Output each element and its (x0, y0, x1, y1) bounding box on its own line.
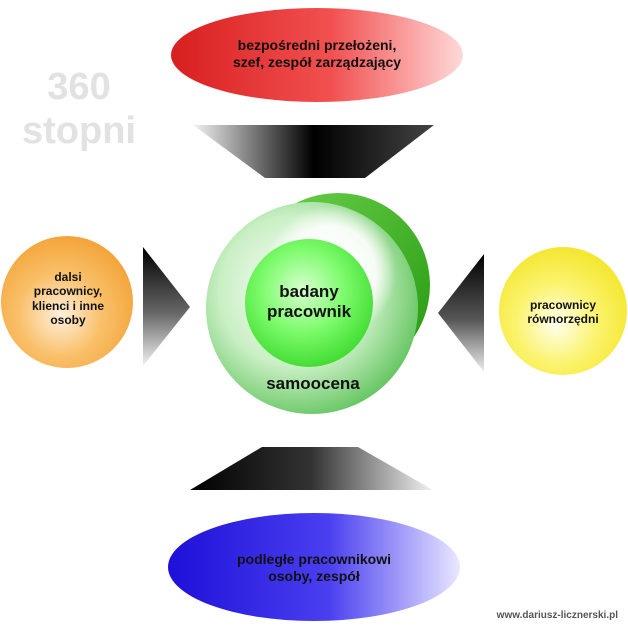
title-watermark: 360 stopni (22, 66, 136, 152)
site-credit[interactable]: www.dariusz-licznerski.pl (496, 610, 618, 621)
inner-sphere (245, 239, 373, 367)
left-arrow (143, 247, 190, 366)
right-circle (499, 247, 627, 375)
left-circle (1, 236, 133, 368)
top-arrow (193, 125, 434, 178)
right-arrow (438, 254, 484, 372)
right-node-label: pracownicy równorzędni (527, 298, 599, 327)
top-ellipse (171, 8, 463, 102)
center-outer-label: samoocena (266, 374, 360, 393)
left-node-label: dalsi pracownicy, klienci i inne osoby (31, 270, 105, 328)
bottom-node-label: podległe pracownikowi osoby, zespół (236, 551, 392, 584)
bottom-arrow (190, 447, 433, 490)
center-inner-label: badany pracownik (266, 282, 352, 322)
bottom-ellipse (168, 513, 460, 621)
top-node-label: bezpośredni przełożeni, szef, zespół zar… (232, 37, 402, 70)
